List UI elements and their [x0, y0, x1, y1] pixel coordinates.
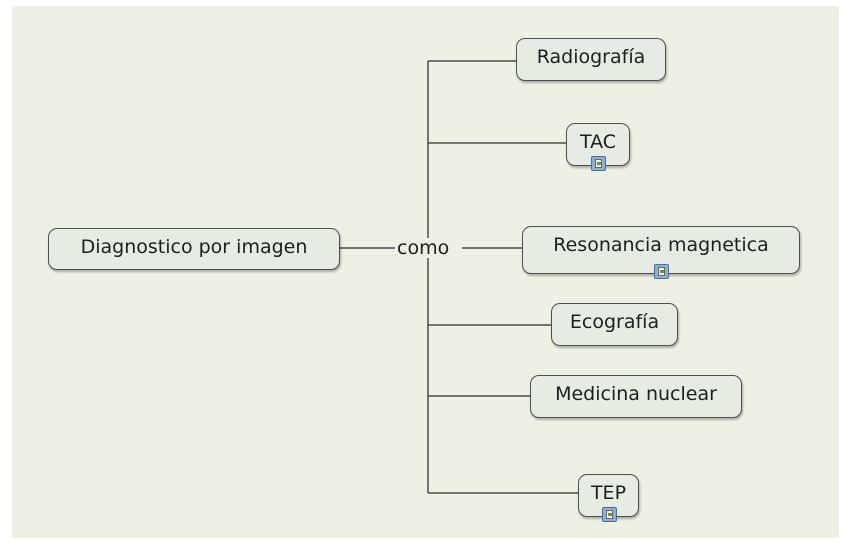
concept-node-resonancia-magnetica[interactable]: Resonancia magnetica: [522, 226, 800, 279]
attached-resource-icon[interactable]: [601, 507, 617, 522]
concept-node-ecografia[interactable]: Ecografía: [551, 303, 678, 346]
root-concept-label: Diagnostico por imagen: [80, 236, 308, 258]
concept-label-radiografia: Radiografía: [536, 46, 646, 68]
concept-node-tac[interactable]: TAC: [566, 123, 630, 171]
concept-label-tep: TEP: [590, 482, 627, 504]
concept-label-medicina-nuclear: Medicina nuclear: [555, 383, 717, 405]
attached-resource-icon[interactable]: [654, 264, 669, 279]
concept-label-tac: TAC: [579, 131, 617, 153]
concept-label-ecografia: Ecografía: [569, 311, 660, 333]
linking-phrase-label: como: [397, 237, 450, 259]
attached-resource-icon[interactable]: [591, 156, 606, 171]
concept-node-radiografia[interactable]: Radiografía: [516, 38, 666, 81]
concept-label-resonancia-magnetica: Resonancia magnetica: [553, 234, 769, 256]
concept-node-medicina-nuclear[interactable]: Medicina nuclear: [530, 375, 742, 418]
concept-node-tep[interactable]: TEP: [578, 474, 639, 522]
root-concept-node[interactable]: Diagnostico por imagen: [48, 228, 340, 270]
linking-phrase[interactable]: como: [395, 237, 452, 259]
